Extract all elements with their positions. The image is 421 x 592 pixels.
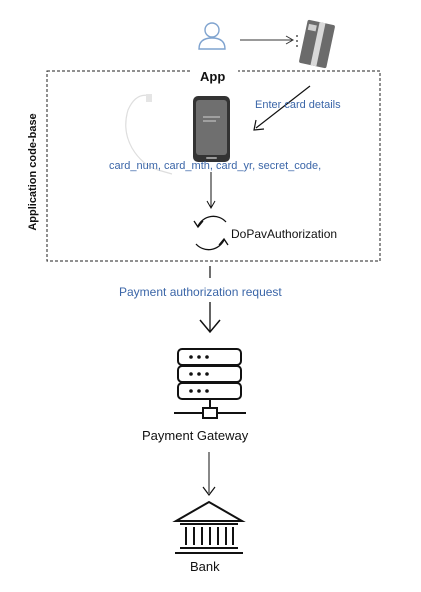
refresh-icon (193, 215, 229, 251)
phone-to-auth-arrow (206, 172, 216, 210)
plug-icon (146, 94, 152, 102)
app-label-backing (192, 64, 238, 82)
credit-card-icon (299, 19, 335, 69)
user-to-card-arrow (240, 35, 295, 45)
gateway-label: Payment Gateway (142, 428, 249, 443)
card-dots-icon (296, 35, 298, 47)
app-label: App (200, 69, 226, 84)
card-to-phone-arrow (253, 85, 311, 131)
request-to-gateway-arrow (199, 302, 221, 334)
bank-label: Bank (190, 559, 220, 574)
cable-icon (125, 94, 173, 175)
server-icon (174, 348, 246, 419)
card-fields-label: card_num, card_mth, card_yr, secret_code… (109, 160, 322, 172)
smartphone-icon (193, 96, 230, 162)
gateway-to-bank-arrow (202, 452, 216, 496)
request-label: Payment authorization request (119, 285, 282, 299)
bank-icon (172, 500, 246, 554)
enter-card-label: Enter card details (255, 99, 341, 111)
codebase-label: Application code-base (27, 113, 39, 231)
authorization-label: DoPavAuthorization (231, 227, 338, 241)
user-icon (198, 22, 226, 50)
